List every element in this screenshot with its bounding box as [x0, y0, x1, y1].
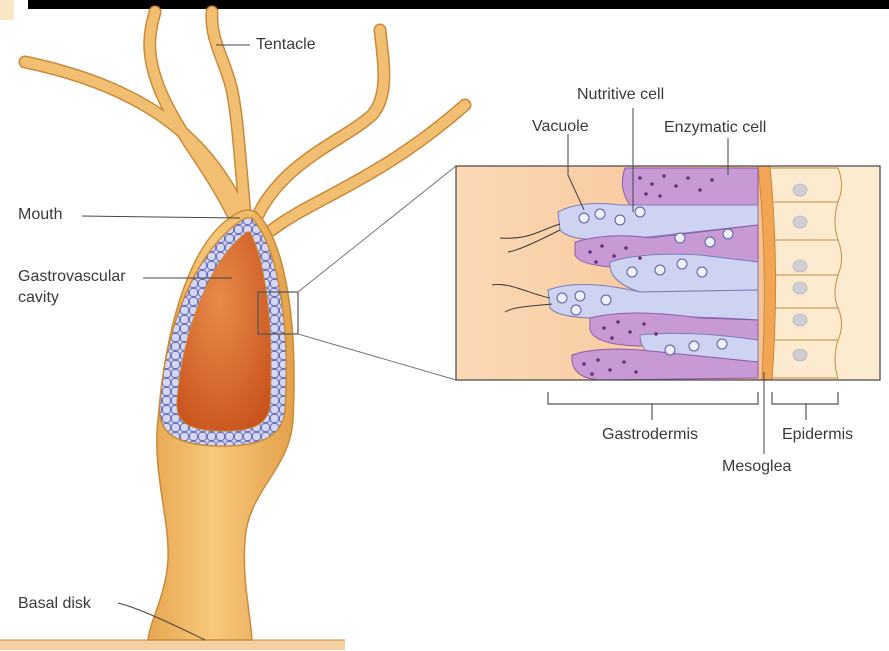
mouth-label: Mouth [18, 206, 62, 224]
enzymatic-cell-label: Enzymatic cell [664, 119, 766, 137]
ground [0, 640, 345, 650]
gastrodermis-label: Gastrodermis [602, 426, 698, 444]
tentacle-label: Tentacle [256, 36, 316, 54]
epidermis-cells [770, 166, 880, 380]
gastrovascular-cavity [177, 232, 271, 431]
gastrovascular-label: Gastrovascular [18, 268, 126, 286]
top-bar-accent [0, 0, 14, 20]
cavity-label: cavity [18, 289, 59, 307]
tissue-inset [456, 166, 880, 380]
vacuole-label: Vacuole [532, 118, 589, 136]
epidermis-label: Epidermis [782, 426, 853, 444]
brackets [548, 392, 838, 420]
mesoglea-label: Mesoglea [722, 458, 791, 476]
nutritive-cell-label: Nutritive cell [577, 86, 664, 104]
basal-disk-label: Basal disk [18, 595, 91, 613]
